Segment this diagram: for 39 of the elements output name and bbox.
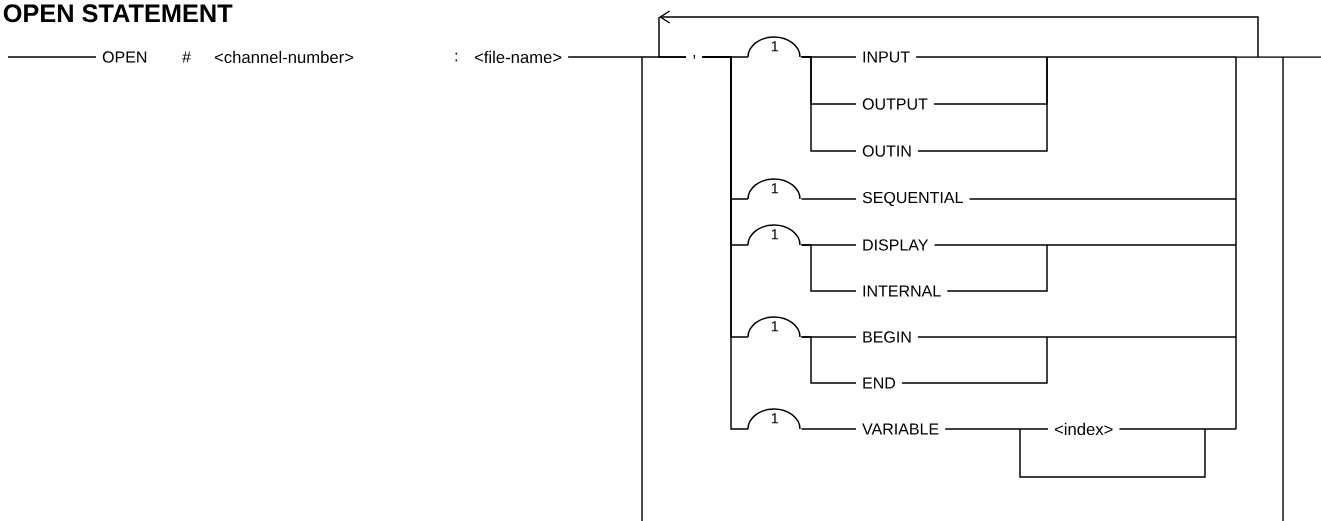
keyword-text: OPEN bbox=[102, 51, 147, 63]
track-line bbox=[7, 56, 97, 58]
track-line bbox=[800, 56, 857, 152]
loop-arrow bbox=[659, 10, 1259, 58]
keyword-text: SEQUENTIAL bbox=[862, 191, 963, 207]
track-line bbox=[944, 428, 1049, 430]
keyword-text: INPUT bbox=[863, 51, 910, 63]
track-line bbox=[800, 198, 857, 200]
keyword-text: INTERNAL bbox=[863, 285, 941, 297]
symbol-text: : bbox=[455, 52, 458, 62]
keyword-text: END bbox=[863, 377, 896, 389]
track-line bbox=[800, 244, 857, 292]
keyword-text: DISPLAY bbox=[863, 239, 929, 251]
track-line bbox=[1118, 428, 1237, 430]
track-line bbox=[917, 336, 1237, 338]
placeholder-text: <channel-number> bbox=[214, 50, 354, 64]
repeat-bubble: 1 bbox=[747, 224, 801, 246]
track-line bbox=[800, 428, 857, 430]
track-line bbox=[701, 56, 749, 430]
track-line bbox=[915, 56, 1237, 58]
track-line bbox=[968, 198, 1237, 200]
keyword-text: OUTIN bbox=[862, 145, 911, 157]
track-line bbox=[917, 56, 1048, 152]
title: OPEN STATEMENT bbox=[3, 4, 233, 23]
repeat-bubble: 1 bbox=[747, 36, 801, 58]
track-line bbox=[946, 244, 1048, 292]
track-line bbox=[901, 336, 1048, 384]
repeat-bubble: 1 bbox=[747, 408, 801, 430]
repeat-bubble: 1 bbox=[747, 316, 801, 338]
symbol-text: # bbox=[182, 51, 191, 63]
track-line bbox=[933, 244, 1237, 246]
placeholder-text: <index> bbox=[1054, 422, 1113, 436]
track-line bbox=[800, 336, 857, 384]
placeholder-text: <file-name> bbox=[474, 50, 562, 64]
separator-text: , bbox=[693, 55, 696, 59]
keyword-text: BEGIN bbox=[863, 331, 911, 343]
keyword-text: OUTPUT bbox=[862, 98, 928, 110]
repeat-bubble: 1 bbox=[747, 178, 801, 200]
keyword-text: VARIABLE bbox=[862, 423, 939, 435]
